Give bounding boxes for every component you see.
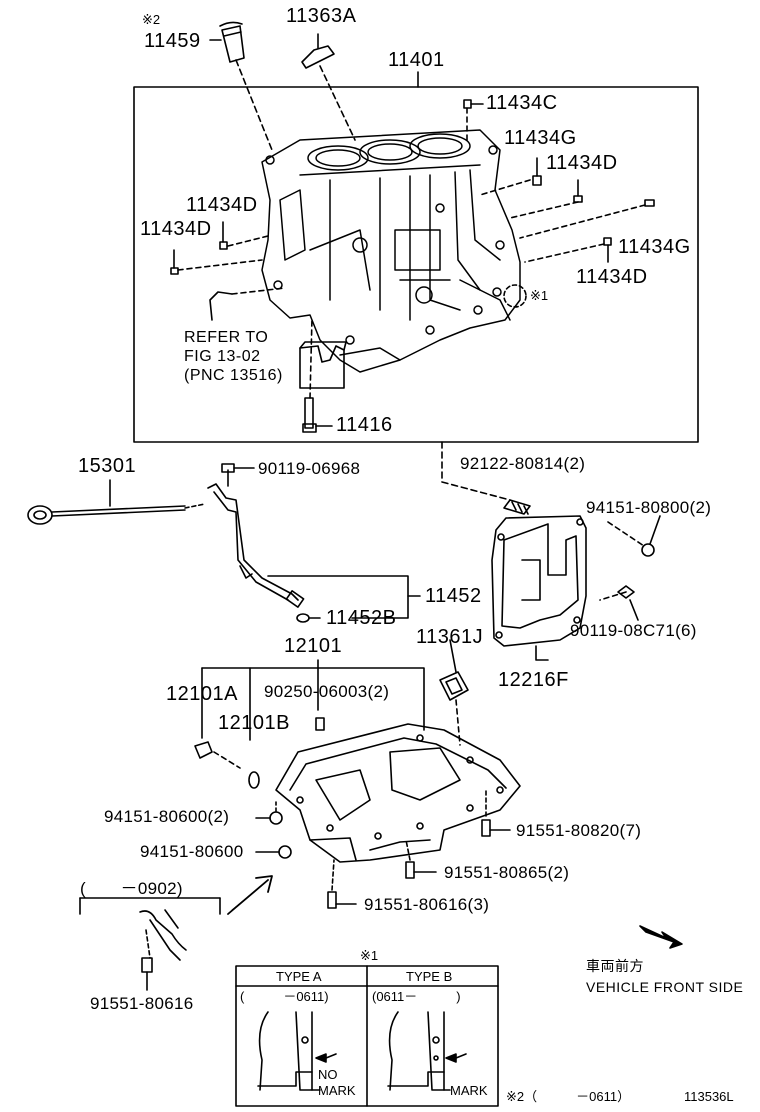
part-label-11434D-left1: 11434D: [186, 194, 258, 216]
early-detail: [79, 897, 221, 991]
part-label-11434G-right: 11434G: [618, 236, 691, 258]
type-a-range: ( －0611): [240, 989, 329, 1004]
type-table: [235, 965, 499, 1107]
part-label-11361J: 11361J: [416, 626, 484, 648]
part-label-90119-08C71: 90119-08C71(6): [570, 621, 697, 640]
vehicle-front-en: VEHICLE FRONT SIDE: [586, 979, 744, 995]
block-frame: [133, 86, 699, 443]
baffle-plate-part: [491, 515, 639, 661]
refer-line-1: REFER TO: [184, 329, 269, 346]
part-label-11452B: 11452B: [326, 607, 397, 629]
part-label-11434C: 11434C: [486, 92, 558, 114]
stud-part: [503, 499, 531, 515]
guide-tube-part: [207, 463, 321, 623]
vehicle-front-arrow: [639, 925, 683, 949]
part-label-91551-80820: 91551-80820(7): [516, 821, 642, 840]
part-label-90119-06968: 90119-06968: [258, 459, 361, 478]
drain-plug-part: [194, 717, 325, 789]
oil-cap-part: [209, 21, 245, 63]
part-label-94151-80800: 94151-80800(2): [586, 498, 712, 517]
bracket-part: [301, 33, 335, 69]
part-label-91551-80865: 91551-80865(2): [444, 863, 570, 882]
part-label-11434D-right-bottom: 11434D: [576, 266, 648, 288]
oil-pan-part: [275, 723, 521, 863]
vehicle-front-cjk: 車両前方: [586, 959, 644, 975]
type-b-header: TYPE B: [406, 969, 453, 984]
oil-gauge-part: [27, 479, 206, 525]
type-a-header: TYPE A: [276, 969, 322, 984]
part-label-11363A: 11363A: [286, 5, 357, 27]
cylinder-block-part: [261, 129, 521, 373]
part-label-11434D-left2: 11434D: [140, 218, 212, 240]
refer-line-2: FIG 13-02: [184, 348, 261, 365]
part-label-11434D-right-top: 11434D: [546, 152, 618, 174]
part-label-11416: 11416: [336, 414, 393, 436]
part-label-94151-80600: 94151-80600: [140, 842, 244, 861]
no-mark-line-2: MARK: [318, 1083, 356, 1098]
footnote-2: ※2（ －0611）: [506, 1089, 631, 1104]
illustration-id: 113536L: [684, 1089, 734, 1104]
note-mark-2: ※2: [142, 12, 161, 27]
type-b-range: (0611－ ): [372, 989, 461, 1004]
part-label-12101B: 12101B: [218, 712, 290, 734]
part-label-92122-80814: 92122-80814(2): [460, 454, 586, 473]
part-label-11459: 11459: [144, 30, 201, 52]
no-mark-line-1: NO: [318, 1067, 338, 1082]
pan-nut-parts: [255, 801, 292, 859]
pan-bolt-parts: [327, 789, 511, 909]
part-label-11434G-top: 11434G: [504, 127, 577, 149]
part-label-15301: 15301: [78, 455, 137, 477]
type-table-mark: ※1: [360, 948, 379, 963]
part-label-12101: 12101: [284, 635, 343, 657]
plug-parts: [170, 99, 655, 275]
part-label-11452: 11452: [425, 585, 482, 607]
part-label-91551-80616-3: 91551-80616(3): [364, 895, 490, 914]
nut-part: [607, 515, 661, 557]
part-label-91551-80616: 91551-80616: [90, 994, 194, 1013]
mark-label: MARK: [450, 1083, 488, 1098]
refer-line-3: (PNC 13516): [184, 367, 283, 384]
part-label-94151-80600-2: 94151-80600(2): [104, 807, 230, 826]
part-label-90250-06003: 90250-06003(2): [264, 682, 390, 701]
part-label-12216F: 12216F: [498, 669, 569, 691]
part-label-12101A: 12101A: [166, 683, 238, 705]
range-label-0902: ( －0902): [80, 879, 183, 898]
bearing-cap-part: [299, 317, 347, 433]
note-mark-1: ※1: [530, 288, 549, 303]
part-label-11401: 11401: [388, 49, 445, 71]
